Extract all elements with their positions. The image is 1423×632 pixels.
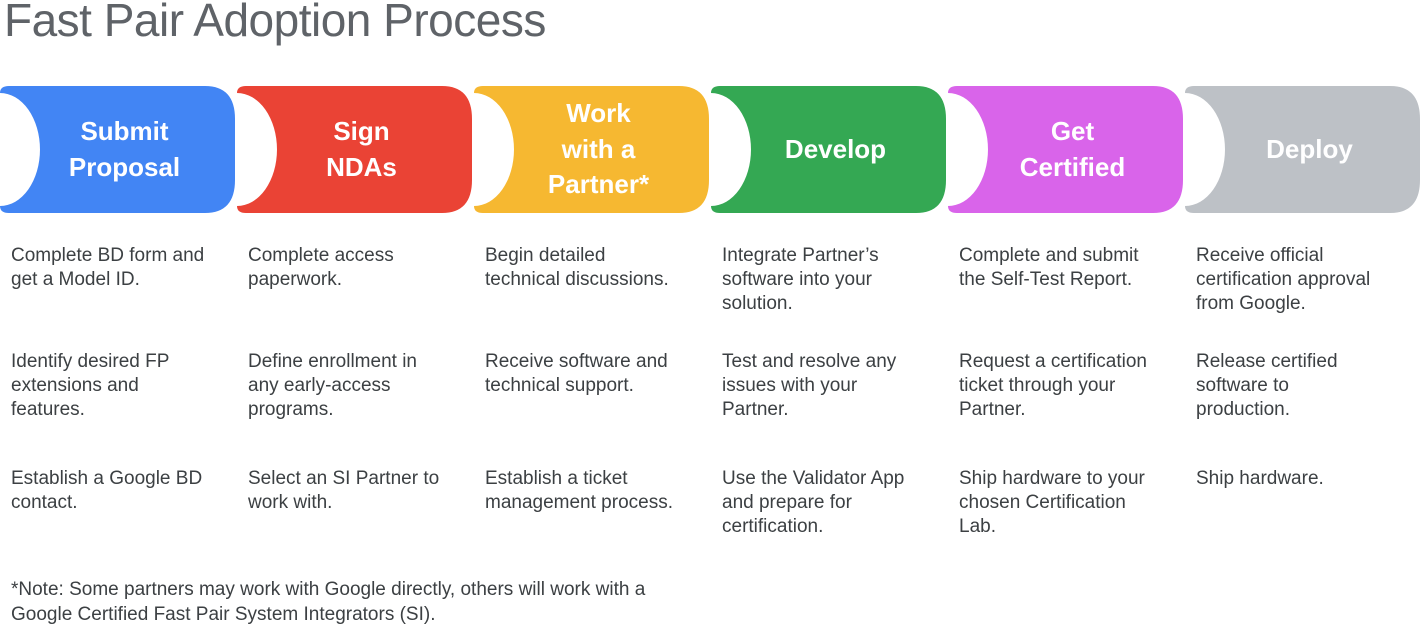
stage-label: Develop	[784, 133, 887, 164]
step-text: Integrate Partner’s software into your s…	[722, 245, 879, 314]
stage-develop: Develop	[711, 86, 946, 213]
step-text: Select an SI Partner to work with.	[248, 468, 440, 513]
step-text: Use the Validator App and prepare for ce…	[722, 468, 905, 537]
stage-submit-proposal: Submit Proposal	[0, 86, 235, 213]
stage-pill-shape	[1185, 86, 1420, 213]
stage-label: Deploy	[1266, 133, 1353, 164]
step-text: Establish a ticket management process.	[485, 468, 673, 513]
step-text: Complete and submit the Self-Test Report…	[959, 245, 1139, 290]
stage-sign-ndas: Sign NDAs	[237, 86, 472, 213]
process-flow: Submit Proposal Sign NDAs Work with a Pa…	[0, 86, 1420, 213]
step-text: Ship hardware.	[1196, 468, 1324, 489]
step-text: Identify desired FP extensions and featu…	[11, 351, 170, 420]
stage-get-certified: Get Certified	[948, 86, 1183, 213]
step-text: Complete BD form and get a Model ID.	[11, 245, 205, 290]
step-text: Complete access paperwork.	[248, 245, 394, 290]
stage-pill-shape	[711, 86, 946, 213]
step-text: Receive software and technical support.	[485, 351, 668, 396]
step-text: Test and resolve any issues with your Pa…	[722, 351, 897, 420]
step-text: Establish a Google BD contact.	[11, 468, 203, 513]
stage-work-with-partner: Work with a Partner*	[474, 86, 709, 213]
step-text: Ship hardware to your chosen Certificati…	[959, 468, 1145, 537]
step-text: Define enrollment in any early-access pr…	[248, 351, 417, 420]
step-text: Release certified software to production…	[1196, 351, 1338, 420]
step-text: Receive official certification approval …	[1196, 245, 1371, 314]
steps-grid: Complete BD form and get a Model ID. Com…	[0, 244, 1420, 539]
footnote: *Note: Some partners may work with Googl…	[11, 579, 646, 625]
stage-label: Submit Proposal	[68, 116, 181, 182]
page-title: Fast Pair Adoption Process	[4, 0, 546, 46]
stage-pill-shape	[474, 86, 709, 213]
stage-label: Sign NDAs	[326, 116, 397, 182]
stage-label: Get Certified	[1019, 116, 1126, 182]
stage-deploy: Deploy	[1185, 86, 1420, 213]
stage-label: Work with a Partner*	[547, 98, 650, 200]
step-text: Request a certification ticket through y…	[959, 351, 1147, 420]
stage-pill-shape	[0, 86, 235, 213]
stage-pill-shape	[948, 86, 1183, 213]
stage-pill-shape	[237, 86, 472, 213]
step-text: Begin detailed technical discussions.	[485, 245, 669, 290]
